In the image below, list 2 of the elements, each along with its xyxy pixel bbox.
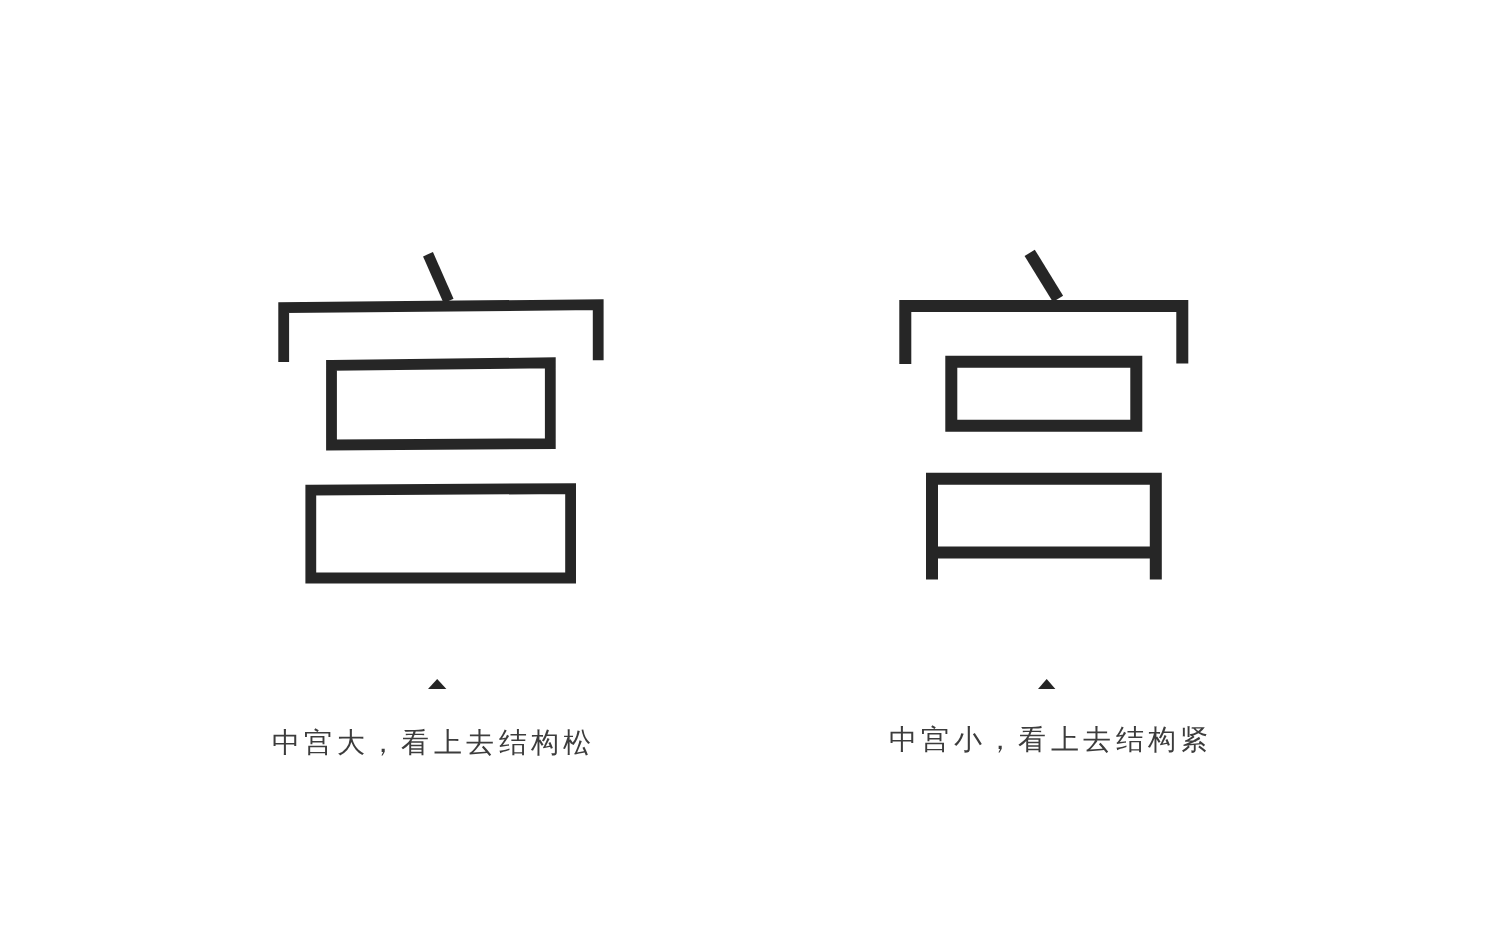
caption: 中宫大，看上去结构松 (271, 729, 596, 757)
caption: 中宫小，看上去结构紧 (888, 726, 1213, 754)
